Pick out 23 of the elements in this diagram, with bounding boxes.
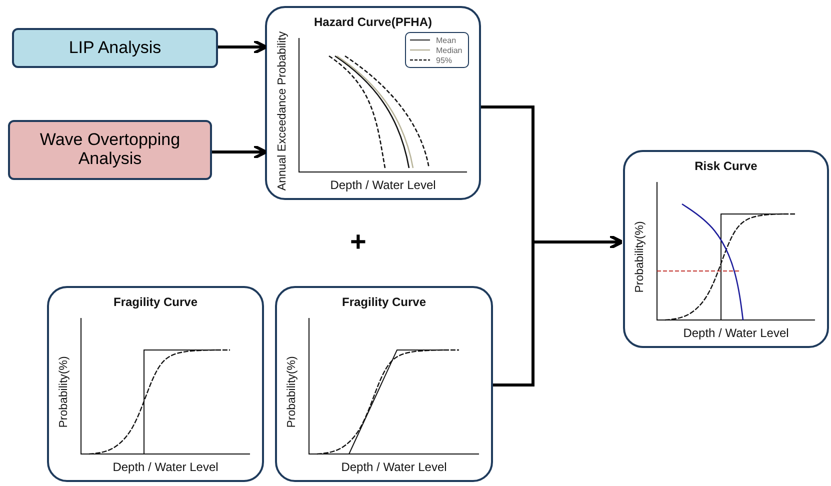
plus-sign: + [350,226,366,258]
axis-label: Depth / Water Level [682,326,790,340]
chart-title: Hazard Curve(PFHA) [312,15,434,29]
arrow [493,234,624,386]
axis-label: Probability(%) [286,356,298,428]
chart-title: Fragility Curve [112,295,199,309]
axis-label: Annual Exceedance Probability [276,31,288,191]
axis-label: Depth / Water Level [340,460,448,474]
process-box [12,28,218,68]
arrow [212,144,268,160]
axis-label: Depth / Water Level [329,178,437,192]
box-label: LIP Analysis [68,38,162,58]
legend-label: Median [436,46,462,54]
process-box [8,120,212,180]
box-label: Wave Overtopping Analysis [38,131,182,169]
legend-label: 95% [436,56,452,64]
axis-label: Probability(%) [634,221,646,293]
arrow [218,40,268,54]
axis-label: Probability(%) [58,356,70,428]
chart-title: Fragility Curve [340,295,428,309]
axis-label: Depth / Water Level [112,460,220,474]
legend-label: Mean [436,36,456,44]
chart-title: Risk Curve [694,159,758,173]
